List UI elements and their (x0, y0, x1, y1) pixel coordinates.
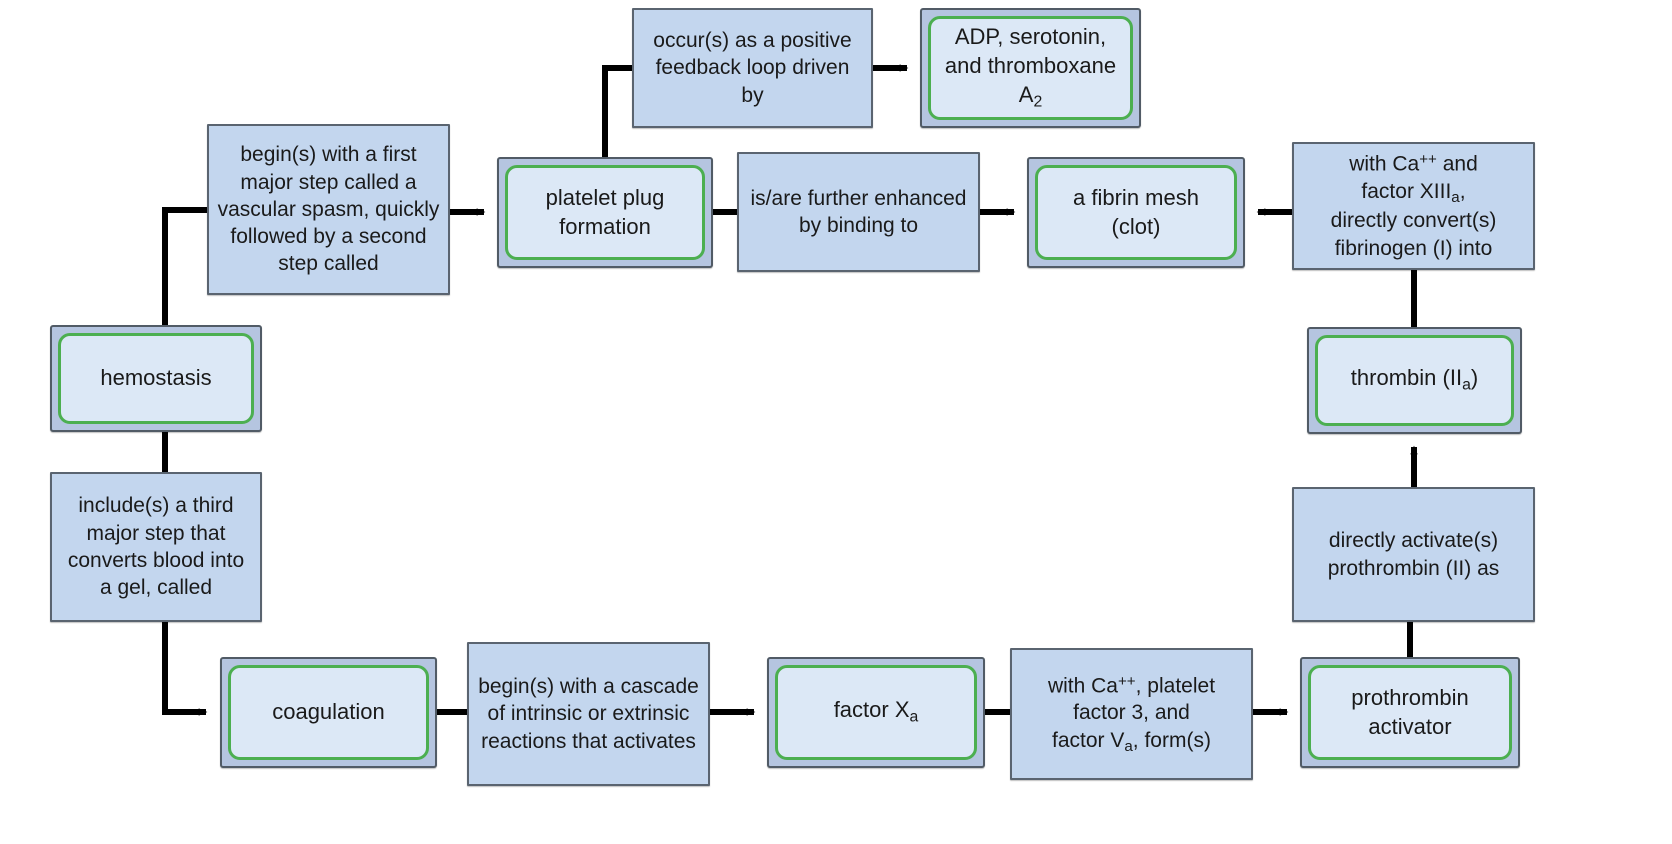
node-label: with Ca++ and factor XIIIa, directly con… (1330, 150, 1497, 260)
node-label: is/are further enhanced by binding to (750, 186, 967, 237)
node-label: prothrombin activator (1351, 684, 1469, 739)
node-coagulation[interactable]: coagulation (220, 657, 437, 768)
node-with-calcium-factor13-phrase[interactable]: with Ca++ and factor XIIIa, directly con… (1292, 142, 1535, 270)
node-inner-panel: factor Xa (775, 665, 977, 760)
node-label: begin(s) with a cascade of intrinsic or … (478, 675, 699, 753)
node-label: occur(s) as a positive feedback loop dri… (653, 29, 852, 107)
node-label: directly activate(s) prothrombin (II) as (1327, 529, 1500, 580)
node-label: include(s) a third major step that conve… (67, 494, 245, 600)
node-label: ADP, serotonin, and thromboxane A2 (944, 24, 1117, 110)
node-positive-feedback-loop[interactable]: occur(s) as a positive feedback loop dri… (632, 8, 873, 128)
node-label: a fibrin mesh (clot) (1073, 184, 1199, 239)
edge-hemostasis-to-vascular-spasm (162, 207, 207, 325)
node-label: with Ca++, platelet factor 3, and factor… (1047, 672, 1216, 755)
node-third-major-step-phrase[interactable]: include(s) a third major step that conve… (50, 472, 262, 622)
node-inner-panel: a fibrin mesh (clot) (1035, 165, 1237, 260)
node-label: hemostasis (100, 365, 212, 391)
node-adp-serotonin-thromboxane[interactable]: ADP, serotonin, and thromboxane A2 (920, 8, 1141, 128)
edge-platelet-plug-to-feedback (602, 65, 632, 157)
node-label: coagulation (272, 699, 385, 725)
node-inner-panel: platelet plug formation (505, 165, 705, 260)
edge-third-step-to-coagulation (162, 622, 208, 716)
node-label: platelet plug formation (545, 184, 665, 239)
node-label: thrombin (IIa) (1350, 365, 1479, 394)
node-inner-panel: ADP, serotonin, and thromboxane A2 (928, 16, 1133, 120)
node-fibrin-mesh-clot[interactable]: a fibrin mesh (clot) (1027, 157, 1245, 268)
node-platelet-plug-formation[interactable]: platelet plug formation (497, 157, 713, 268)
node-with-calcium-pf3-phrase[interactable]: with Ca++, platelet factor 3, and factor… (1010, 648, 1253, 780)
node-enhanced-by-binding-phrase[interactable]: is/are further enhanced by binding to (737, 152, 980, 272)
node-vascular-spasm-phrase[interactable]: begin(s) with a first major step called … (207, 124, 450, 295)
node-hemostasis[interactable]: hemostasis (50, 325, 262, 432)
node-thrombin[interactable]: thrombin (IIa) (1307, 327, 1522, 434)
node-cascade-phrase[interactable]: begin(s) with a cascade of intrinsic or … (467, 642, 710, 786)
node-inner-panel: prothrombin activator (1308, 665, 1512, 760)
node-label: factor Xa (833, 697, 919, 726)
node-inner-panel: hemostasis (58, 333, 254, 424)
node-directly-activates-prothrombin-phrase[interactable]: directly activate(s) prothrombin (II) as (1292, 487, 1535, 622)
node-factor-xa[interactable]: factor Xa (767, 657, 985, 768)
node-inner-panel: thrombin (IIa) (1315, 335, 1514, 426)
node-label: begin(s) with a first major step called … (217, 143, 440, 276)
node-prothrombin-activator[interactable]: prothrombin activator (1300, 657, 1520, 768)
node-inner-panel: coagulation (228, 665, 429, 760)
